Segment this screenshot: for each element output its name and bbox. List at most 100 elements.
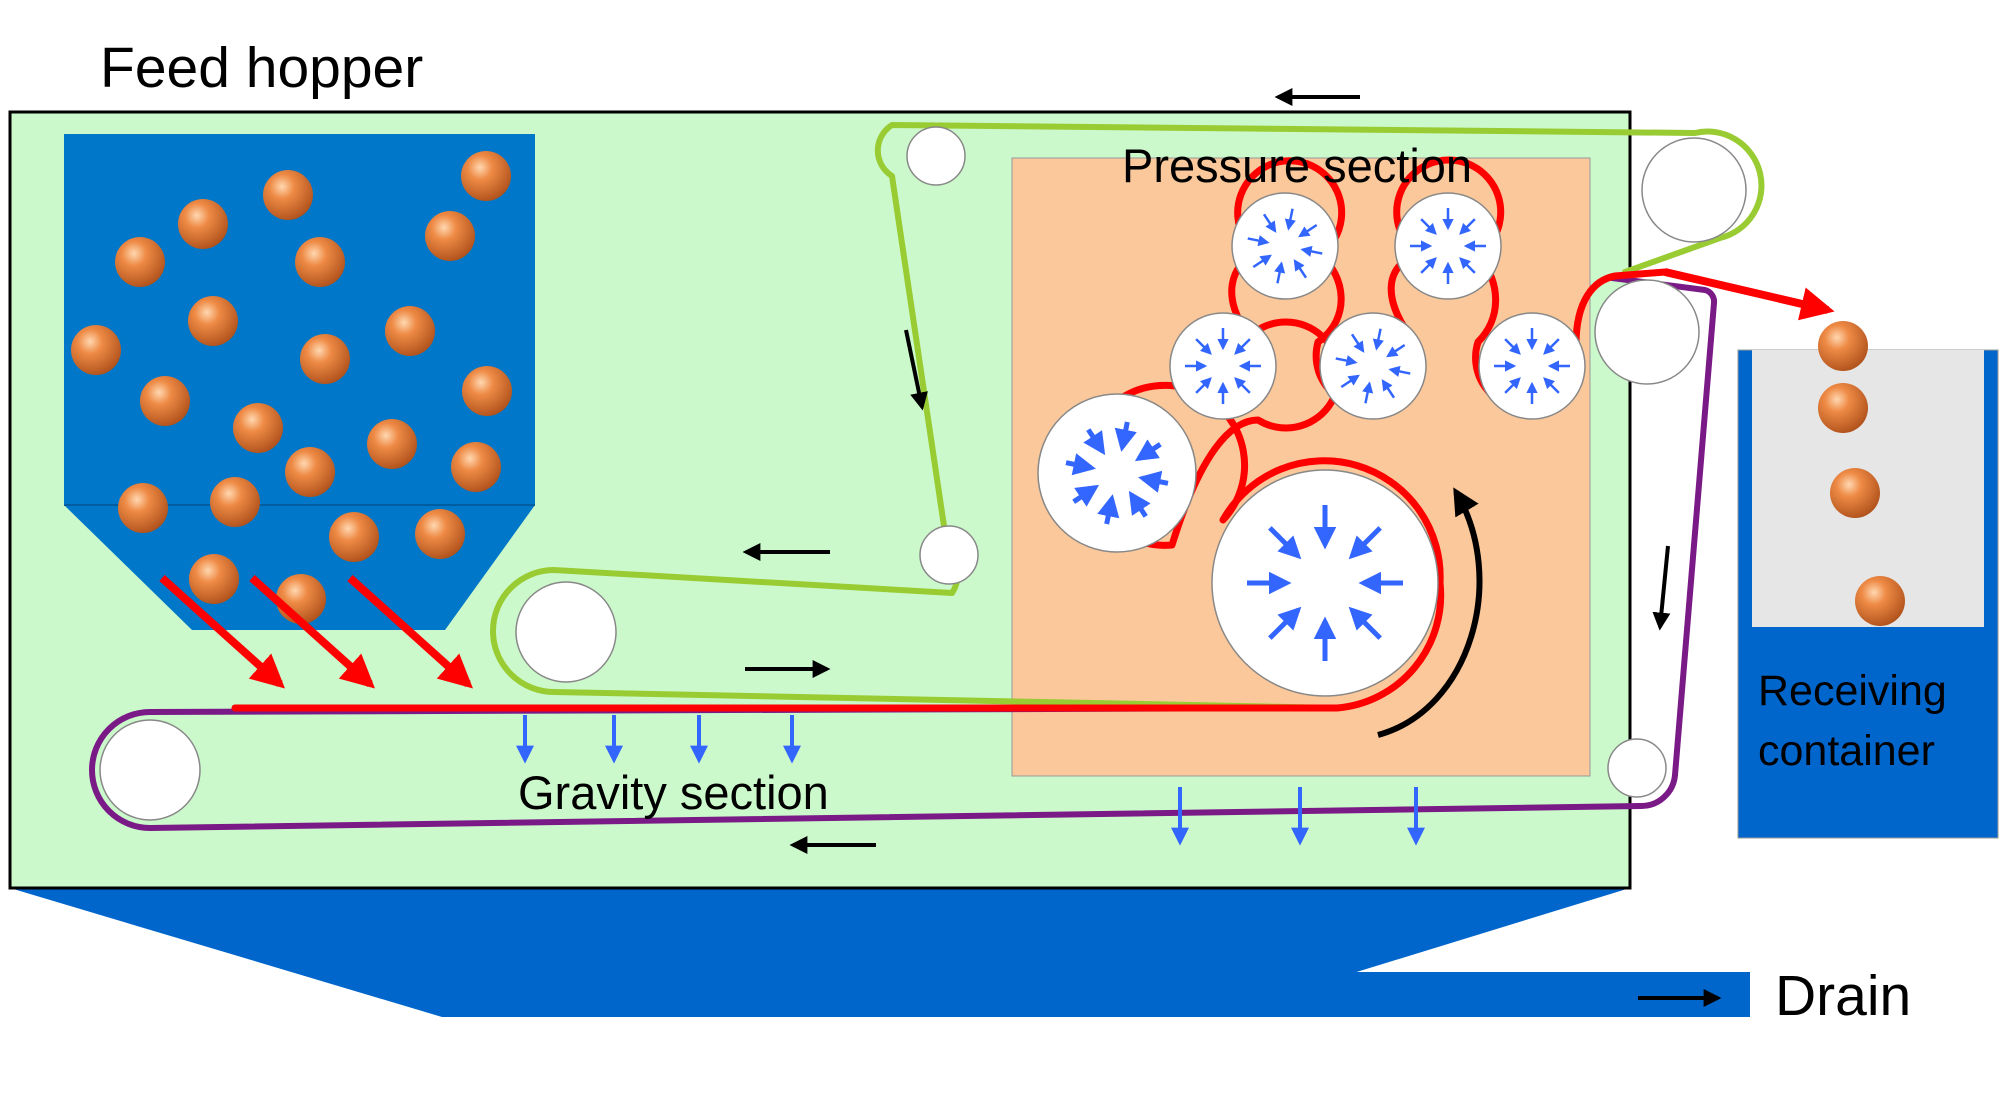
sludge-ball bbox=[300, 334, 350, 384]
pressure-arrow bbox=[1504, 377, 1521, 394]
sludge-ball bbox=[1818, 383, 1868, 433]
pressure-arrow bbox=[1543, 377, 1560, 394]
feed-arrows bbox=[159, 268, 1835, 689]
pressure-arrow bbox=[1381, 379, 1396, 399]
sludge-ball bbox=[285, 447, 335, 497]
sludge-ball bbox=[415, 509, 465, 559]
sludge-ball bbox=[276, 574, 326, 624]
direction-arrows bbox=[742, 88, 1722, 1007]
feed-arrow-2 bbox=[249, 575, 375, 689]
drain-outlet bbox=[1210, 972, 1750, 1017]
pressure-arrow bbox=[1072, 484, 1100, 507]
pressure-arrow bbox=[1350, 333, 1365, 353]
pressure-arrow bbox=[1388, 365, 1411, 377]
sludge-ball bbox=[115, 237, 165, 287]
lower-belt bbox=[89, 275, 1718, 831]
roller-pressure-small-2 bbox=[1319, 312, 1427, 420]
roller-green-top-right bbox=[1641, 137, 1747, 243]
gravity-section-label: Gravity section bbox=[518, 766, 829, 819]
sludge-ball bbox=[118, 483, 168, 533]
sludge-ball bbox=[189, 554, 239, 604]
sludge-ball bbox=[233, 403, 283, 453]
feed-hopper-label: Feed hopper bbox=[100, 36, 423, 100]
pressure-arrow bbox=[1293, 259, 1308, 279]
sludge-ball bbox=[263, 170, 313, 220]
discharge-arrow bbox=[1664, 268, 1835, 321]
pressure-arrow bbox=[1340, 374, 1360, 389]
receiving-container-label-line2: container bbox=[1758, 727, 1935, 775]
pressure-arrow bbox=[1268, 606, 1302, 640]
roller-green-left bbox=[515, 581, 617, 683]
pressure-arrow bbox=[1252, 254, 1272, 269]
direction-arrow-curved bbox=[1377, 487, 1483, 738]
roller-pressure-small-4 bbox=[1231, 192, 1339, 300]
pressure-arrow bbox=[1195, 338, 1212, 355]
sludge-ball bbox=[188, 296, 238, 346]
sludge-ball bbox=[461, 151, 511, 201]
sludge-ball bbox=[140, 376, 190, 426]
pressure-arrow bbox=[1234, 377, 1251, 394]
pressure-arrow bbox=[1348, 606, 1382, 640]
sludge-ball bbox=[71, 325, 121, 375]
sludge-ball bbox=[1818, 321, 1868, 371]
pressure-section-label: Pressure section bbox=[1122, 139, 1472, 192]
sludge-ball bbox=[1830, 468, 1880, 518]
pressure-arrow bbox=[1372, 328, 1384, 351]
direction-arrow-green-down bbox=[904, 329, 928, 411]
roller-feed-end bbox=[99, 719, 201, 821]
pressure-arrow bbox=[1298, 223, 1318, 238]
pressure-arrow bbox=[1420, 218, 1437, 235]
pressure-arrows bbox=[1065, 208, 1570, 661]
pressure-arrow bbox=[1128, 490, 1151, 518]
pressure-arrow bbox=[1274, 261, 1286, 284]
pressure-arrow bbox=[1134, 439, 1162, 462]
pressure-arrow bbox=[1065, 453, 1096, 476]
pressure-arrow bbox=[1195, 377, 1212, 394]
pressure-arrow bbox=[1097, 494, 1120, 525]
rollers bbox=[99, 126, 1747, 821]
pressure-arrow bbox=[1420, 257, 1437, 274]
feed-arrow-1 bbox=[159, 575, 285, 689]
sludge-balls bbox=[71, 151, 1905, 626]
roller-green-mid bbox=[919, 525, 979, 585]
pressure-arrow bbox=[1335, 355, 1358, 367]
pressure-arrow bbox=[1348, 526, 1382, 560]
sludge-ball bbox=[1855, 576, 1905, 626]
pressure-arrow bbox=[1386, 343, 1406, 358]
sludge-ball bbox=[451, 442, 501, 492]
pressure-arrow bbox=[1459, 218, 1476, 235]
roller-pressure-medium bbox=[1037, 393, 1197, 553]
drain-label: Drain bbox=[1775, 964, 1911, 1028]
sludge-ball bbox=[178, 199, 228, 249]
direction-arrow-purple-down bbox=[1652, 545, 1671, 631]
sludge-path bbox=[231, 156, 1669, 712]
roller-pressure-large bbox=[1211, 469, 1439, 697]
sludge-ball bbox=[295, 237, 345, 287]
pressure-arrow bbox=[1262, 213, 1277, 233]
roller-discharge bbox=[1594, 279, 1700, 385]
pressure-arrow bbox=[1459, 257, 1476, 274]
roller-purple-right bbox=[1607, 738, 1667, 798]
sludge-ball bbox=[385, 306, 435, 356]
upper-belt bbox=[490, 122, 1765, 711]
pressure-arrow bbox=[1300, 245, 1323, 257]
pressure-arrow bbox=[1247, 235, 1270, 247]
pressure-arrow bbox=[1504, 338, 1521, 355]
filtrate-arrows bbox=[516, 715, 1425, 846]
sludge-ball bbox=[367, 419, 417, 469]
sludge-ball bbox=[462, 366, 512, 416]
pressure-arrow bbox=[1138, 470, 1169, 493]
sludge-ball bbox=[425, 211, 475, 261]
pressure-arrow bbox=[1268, 526, 1302, 560]
sludge-ball bbox=[210, 477, 260, 527]
roller-green-top-left bbox=[906, 126, 966, 186]
pressure-arrow bbox=[1362, 381, 1374, 404]
feed-arrow-3 bbox=[347, 575, 473, 689]
pressure-arrow bbox=[1234, 338, 1251, 355]
pressure-arrow bbox=[1114, 421, 1137, 452]
pressure-arrow bbox=[1083, 428, 1106, 456]
pressure-arrow bbox=[1284, 208, 1296, 231]
pressure-arrow bbox=[1543, 338, 1560, 355]
sludge-ball bbox=[329, 512, 379, 562]
